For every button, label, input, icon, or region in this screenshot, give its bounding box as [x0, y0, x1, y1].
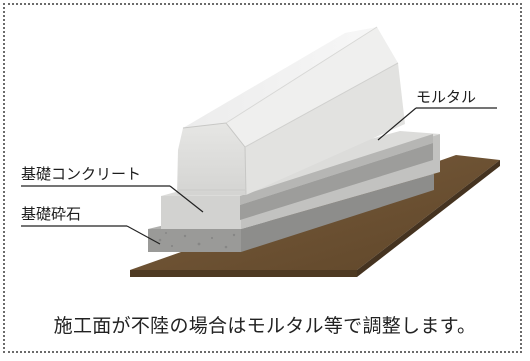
label-foundation-gravel-text: 基礎砕石	[21, 205, 81, 223]
caption-text: 施工面が不陸の場合はモルタル等で調整します。	[53, 315, 477, 337]
label-mortar-text: モルタル	[416, 88, 476, 106]
precast-curb	[177, 26, 405, 196]
label-foundation-concrete: 基礎コンクリート	[21, 165, 204, 213]
mortar-layer	[240, 134, 433, 220]
label-mortar: モルタル	[377, 88, 497, 141]
label-foundation-concrete-text: 基礎コンクリート	[21, 165, 141, 183]
dotted-frame	[3, 3, 522, 353]
label-foundation-gravel: 基礎砕石	[21, 205, 161, 245]
